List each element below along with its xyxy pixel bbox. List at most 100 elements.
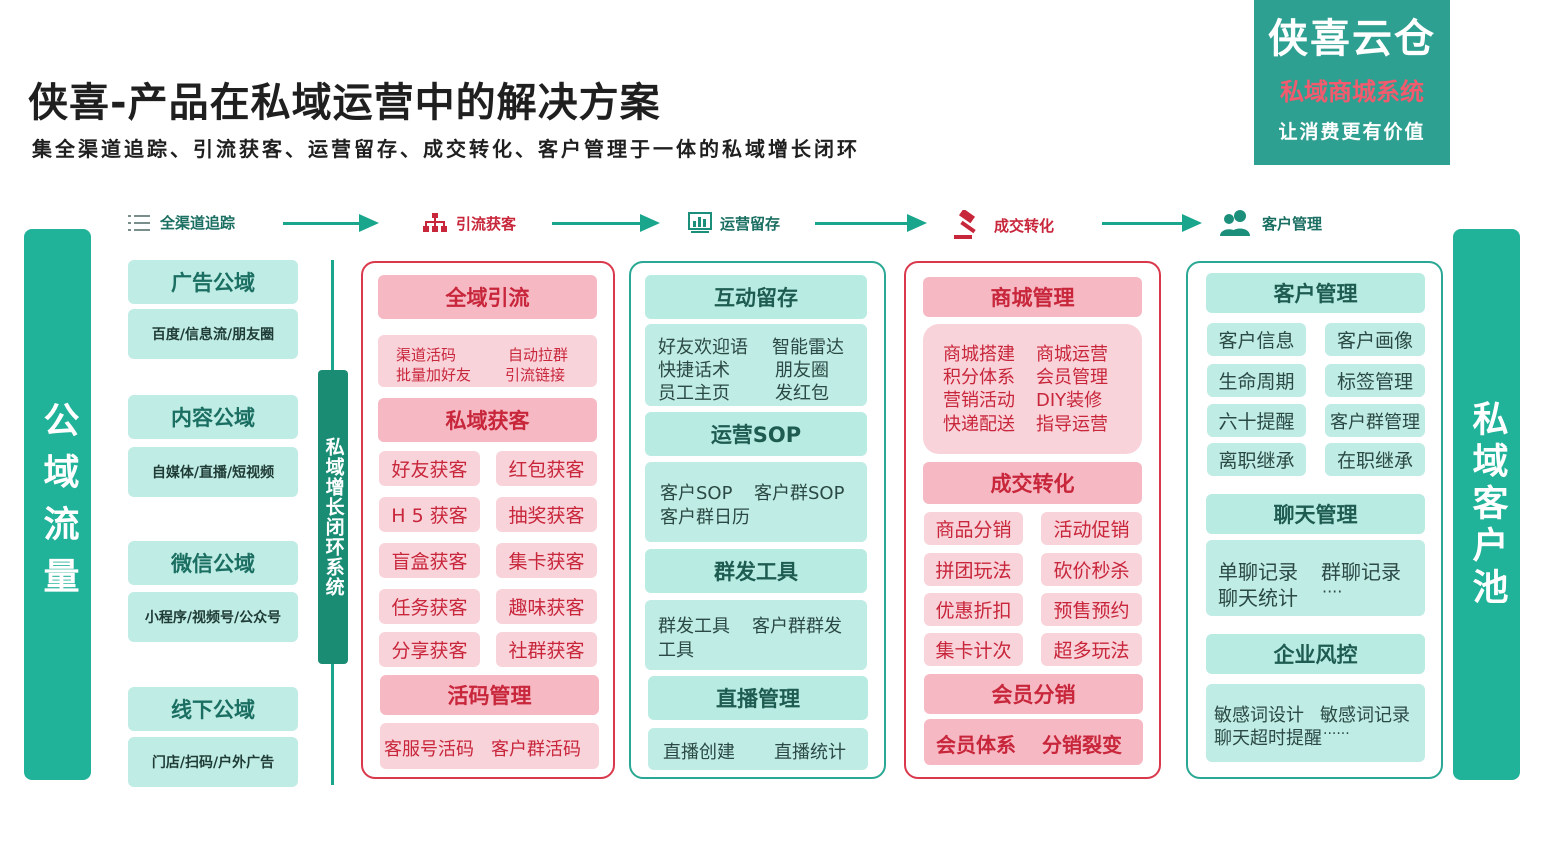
list-item: 朋友圈 [775,360,829,381]
section-box: 会员体系 分销裂变 [924,719,1143,765]
list-item: 在职继承 [1325,443,1425,476]
source-title: 广告公域 [128,260,298,304]
list-item: ······ [1323,726,1350,742]
list-item: 渠道活码 [396,346,457,364]
list-item: 引流链接 [505,366,566,384]
flow-arrow [552,214,660,232]
section-header: 商城管理 [923,277,1142,317]
section-box: 单聊记录 群聊记录 聊天统计 ···· [1206,540,1425,616]
list-item: 活动促销 [1041,512,1142,545]
list-item: 敏感词设计 [1214,705,1304,726]
stage-conversion: 成交转化 [952,210,1054,240]
list-item: 盲盒获客 [379,543,480,578]
list-icon [128,213,152,233]
list-item: 快捷话术 [658,360,730,381]
list-item: 客户SOP [660,483,733,504]
list-item: 自动拉群 [508,346,569,364]
list-item: 六十提醒 [1207,404,1306,437]
stage-label: 运营留存 [720,214,781,233]
list-item: 批量加好友 [396,366,472,384]
section-header: 私域获客 [378,398,597,442]
list-item: 商城运营 [1036,344,1108,365]
growth-loop-label: 私域增长闭环系统 [318,370,348,664]
brand-block: 侠喜云仓 私域商城系统 让消费更有价值 [1254,0,1450,165]
stage-retention: 运营留存 [688,212,780,234]
list-item: 客户信息 [1207,323,1306,356]
flow-arrow [283,214,379,232]
list-item: 生命周期 [1207,364,1306,397]
list-item: 聊天超时提醒 [1214,728,1322,749]
acquisition-panel [361,261,615,779]
bar-chart-icon [688,212,712,234]
list-item: 工具 [658,640,694,661]
list-item: 商品分销 [924,512,1023,545]
sidebar-label: 私域客户池 [1466,399,1508,610]
list-item: 员工主页 [658,383,730,404]
list-item: 客户群日历 [660,507,750,528]
list-item: 砍价秒杀 [1041,553,1142,586]
list-item: 预售预约 [1041,593,1142,626]
customer-panel [1186,261,1443,779]
stage-label: 客户管理 [1262,214,1323,233]
list-item: 客户群群发 [752,616,842,637]
list-item: 集卡获客 [496,543,597,578]
section-box: 直播创建 直播统计 [648,728,868,770]
list-item: 营销活动 [943,390,1015,411]
public-traffic-sidebar: 公域流量 [24,229,91,780]
source-title: 微信公域 [128,541,298,585]
gavel-icon [952,210,986,240]
list-item: 会员体系 [936,733,1016,757]
list-item: 抽奖获客 [496,497,597,532]
conversion-panel [904,261,1161,779]
section-header: 全域引流 [378,275,597,319]
section-box: 好友欢迎语 智能雷达 快捷话术 朋友圈 员工主页 发红包 [645,324,867,406]
list-item: ···· [1322,582,1343,601]
section-box: 敏感词设计 敏感词记录 聊天超时提醒 ······ [1206,684,1425,762]
list-item: 优惠折扣 [924,593,1023,626]
list-item: 聊天统计 [1218,586,1298,610]
list-item: 分销裂变 [1042,733,1122,757]
section-header: 活码管理 [380,675,599,715]
page-title: 侠喜-产品在私域运营中的解决方案 [28,80,661,126]
list-item: 客户群活码 [491,739,581,760]
private-pool-sidebar: 私域客户池 [1453,229,1520,780]
list-item: 超多玩法 [1041,633,1142,666]
section-header: 群发工具 [645,549,867,593]
stage-label: 全渠道追踪 [160,214,236,232]
section-header: 成交转化 [923,462,1142,504]
list-item: 群聊记录 [1321,560,1401,584]
list-item: 红包获客 [496,451,597,486]
sidebar-label: 公域流量 [37,400,79,609]
list-item: 敏感词记录 [1320,705,1410,726]
list-item: 单聊记录 [1218,560,1298,584]
list-item: 发红包 [775,383,829,404]
section-header: 聊天管理 [1206,494,1425,534]
list-item: 离职继承 [1207,443,1306,476]
list-item: 积分体系 [943,367,1015,388]
stage-label: 成交转化 [994,216,1055,235]
stage-acquisition: 引流获客 [422,212,516,234]
list-item: 集卡计次 [924,633,1023,666]
page-subtitle: 集全渠道追踪、引流获客、运营留存、成交转化、客户管理于一体的私域增长闭环 [32,137,860,161]
brand-slogan: 让消费更有价值 [1278,121,1426,143]
retention-panel [629,261,886,779]
list-item: 直播创建 [663,742,735,763]
stage-customers: 客户管理 [1218,208,1322,238]
list-item: H 5 获客 [379,497,480,532]
source-sub: 门店/扫码/户外广告 [128,737,298,787]
list-item: 直播统计 [774,742,846,763]
section-header: 互动留存 [645,275,867,319]
section-box: 商城搭建 商城运营 积分体系 会员管理 营销活动 DIY装修 快递配送 指导运营 [923,324,1142,454]
list-item: 拼团玩法 [924,553,1023,586]
section-box: 客户SOP 客户群SOP 客户群日历 [645,462,867,542]
list-item: 标签管理 [1325,364,1425,397]
list-item: 好友获客 [379,451,480,486]
flow-arrow [815,214,927,232]
list-item: 任务获客 [379,589,480,624]
brand-product: 私域商城系统 [1280,78,1424,106]
list-item: DIY装修 [1036,390,1103,411]
list-item: 客户画像 [1325,323,1425,356]
section-header: 会员分销 [924,674,1143,714]
section-header: 直播管理 [648,676,868,720]
list-item: 分享获客 [379,632,480,667]
